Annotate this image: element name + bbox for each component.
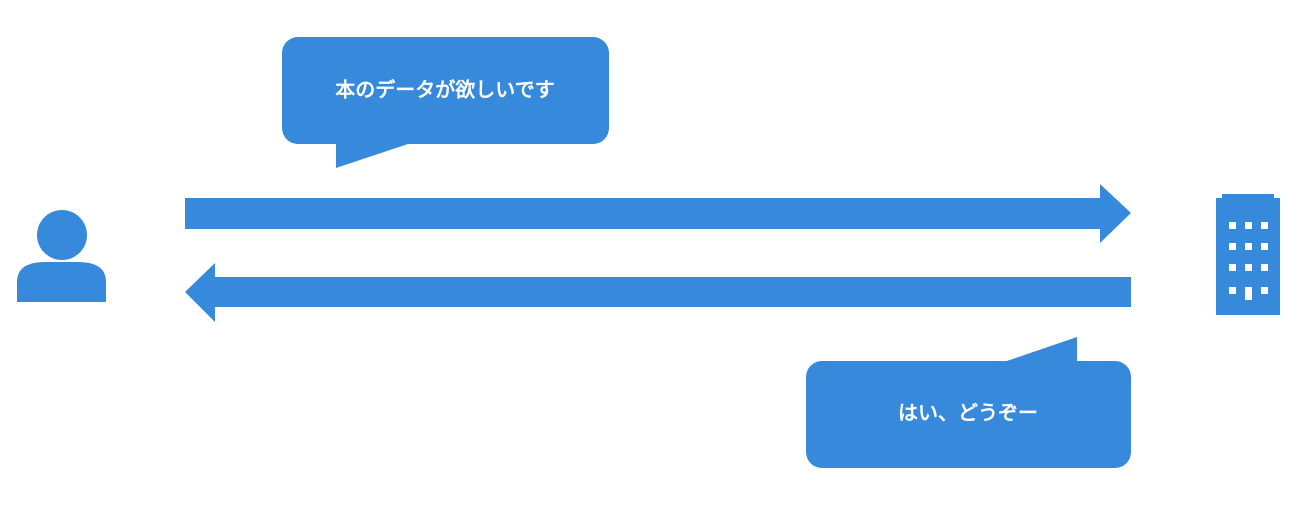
response-arrow — [185, 263, 1131, 322]
person-icon — [17, 210, 106, 302]
request-speech-bubble: 本のデータが欲しいです — [282, 37, 609, 168]
response-message-text: はい、どうぞー — [898, 401, 1038, 425]
request-message-text: 本のデータが欲しいです — [335, 78, 554, 102]
building-icon — [1216, 194, 1280, 315]
response-speech-bubble: はい、どうぞー — [806, 337, 1131, 468]
request-arrow — [185, 184, 1131, 243]
